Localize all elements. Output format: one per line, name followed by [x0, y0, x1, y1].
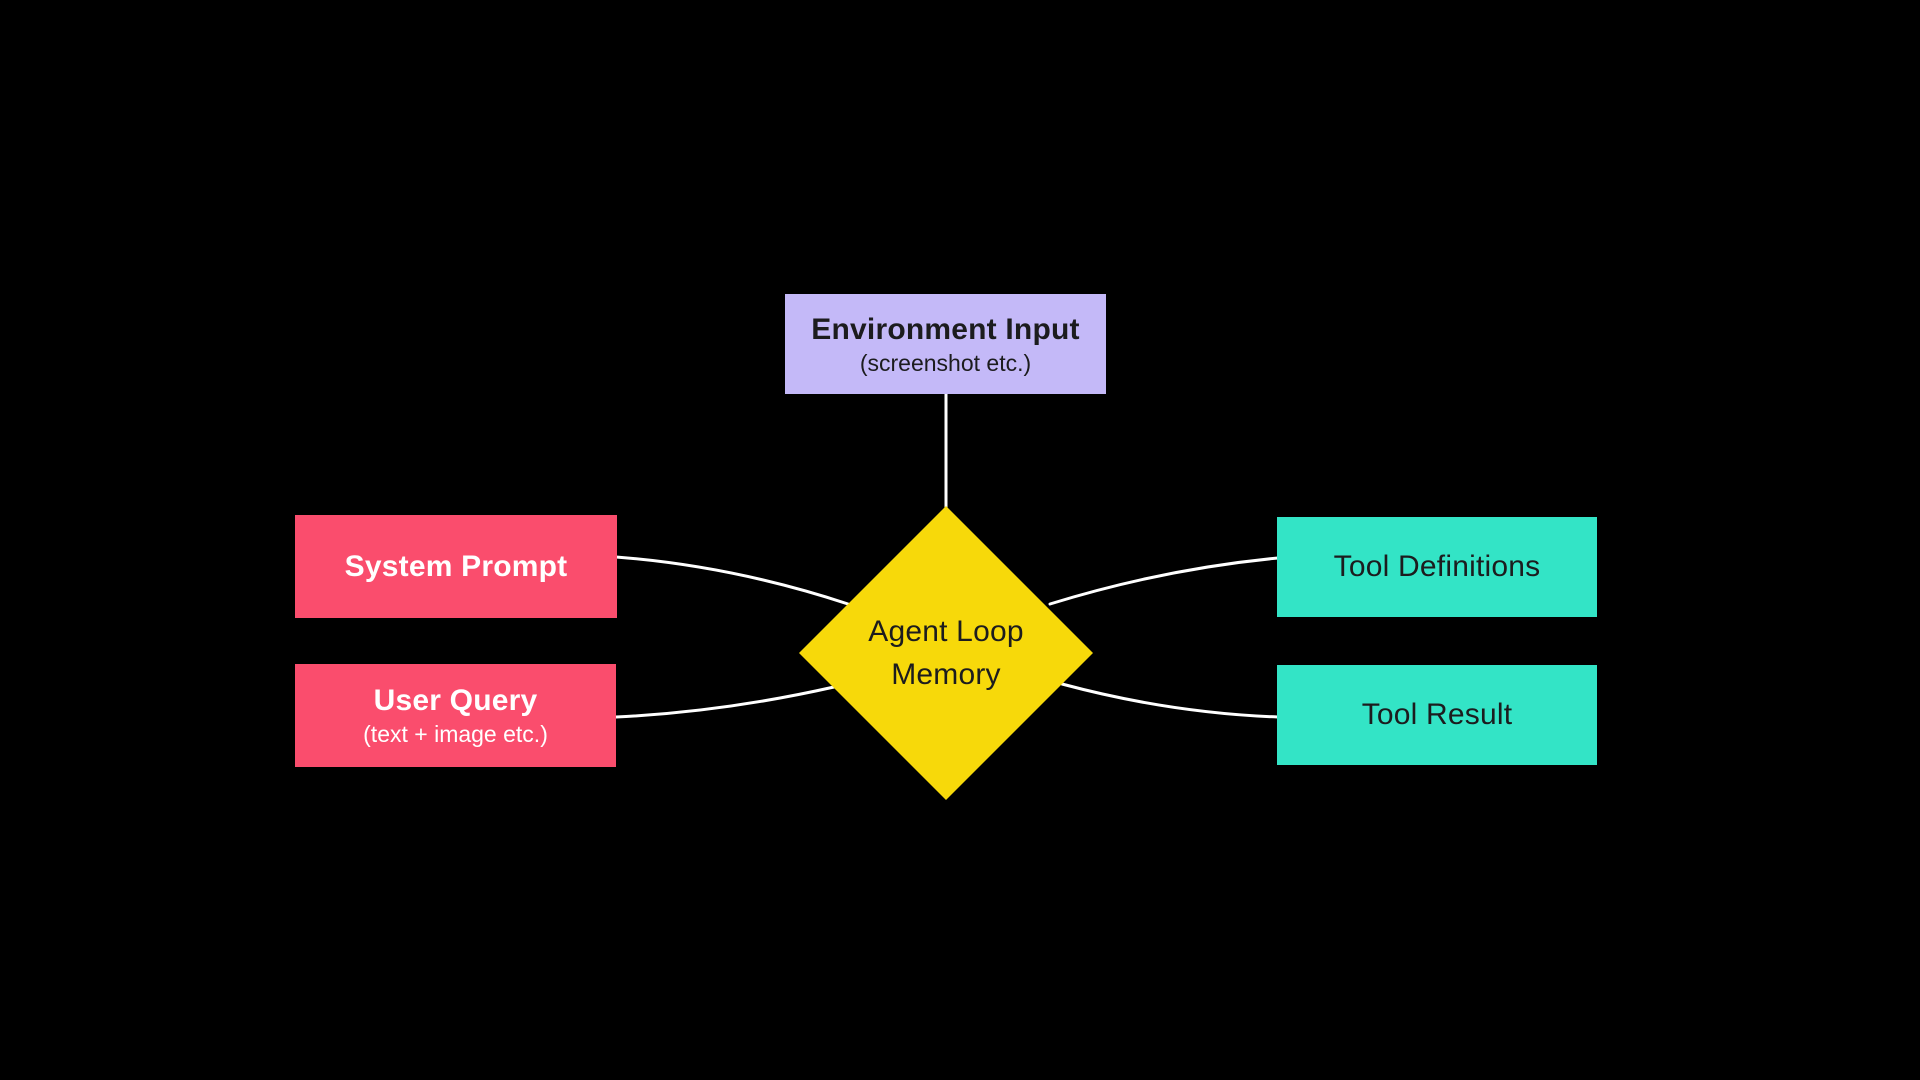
tool-definitions-title: Tool Definitions — [1333, 550, 1541, 583]
environment-input-subtitle: (screenshot etc.) — [859, 349, 1032, 376]
node-agent-loop-memory: Agent Loop Memory — [799, 506, 1093, 800]
node-tool-definitions: Tool Definitions — [1277, 517, 1597, 617]
node-tool-result: Tool Result — [1277, 665, 1597, 765]
node-system-prompt: System Prompt — [295, 515, 617, 618]
agent-loop-memory-title-line2: Memory — [891, 658, 1001, 691]
edge-agent-loop-to-tool-definitions — [1048, 556, 1280, 606]
agent-loop-memory-title-line1: Agent Loop — [868, 615, 1024, 648]
node-environment-input: Environment Input (screenshot etc.) — [785, 294, 1106, 394]
edge-user-query-to-agent-loop — [614, 685, 836, 719]
edge-agent-loop-to-tool-result — [1060, 682, 1280, 719]
tool-result-title: Tool Result — [1361, 698, 1513, 731]
environment-input-title: Environment Input — [811, 312, 1080, 346]
user-query-title: User Query — [373, 684, 538, 717]
edge-system-prompt-to-agent-loop — [614, 555, 850, 606]
node-user-query: User Query (text + image etc.) — [295, 664, 616, 767]
system-prompt-title: System Prompt — [344, 549, 568, 583]
user-query-subtitle: (text + image etc.) — [363, 721, 548, 747]
agent-loop-memory-diamond — [799, 506, 1093, 800]
